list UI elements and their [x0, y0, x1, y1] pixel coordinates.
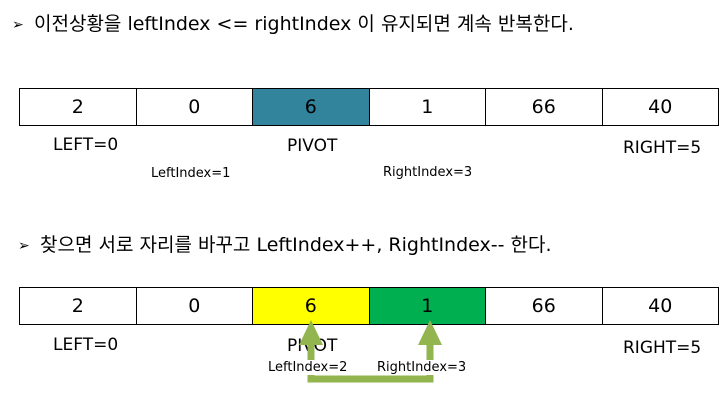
step1-cell-4: 66 — [485, 88, 602, 126]
step2-left-label: LEFT=0 — [53, 335, 119, 355]
step2-cell-5: 40 — [601, 287, 719, 325]
step2-cell-4: 66 — [485, 287, 602, 325]
step2-heading-text: 찾으면 서로 자리를 바꾸고 LeftIndex++, RightIndex--… — [40, 234, 552, 256]
step2-right-label: RIGHT=5 — [623, 338, 702, 358]
step2-cell-2-swap: 6 — [252, 287, 369, 325]
step2-array: 2 0 6 1 66 40 — [19, 287, 719, 325]
step1-cell-1: 0 — [135, 88, 252, 126]
step1-cell-0: 2 — [19, 88, 136, 126]
step2-right-index-label: RightIndex=3 — [377, 360, 467, 375]
step1-left-label: LEFT=0 — [53, 135, 119, 155]
step1-cell-5: 40 — [601, 88, 719, 126]
bullet-arrow-icon: ➢ — [18, 237, 30, 254]
bullet-arrow-icon: ➢ — [12, 16, 24, 33]
step2-cell-1: 0 — [135, 287, 252, 325]
step1-heading: ➢ 이전상황을 leftIndex <= rightIndex 이 유지되면 계속… — [12, 9, 574, 36]
step2-left-index-label: LeftIndex=2 — [268, 360, 348, 375]
step1-cell-3: 1 — [368, 88, 485, 126]
step1-pivot-label: PIVOT — [287, 136, 338, 156]
step2-heading: ➢ 찾으면 서로 자리를 바꾸고 LeftIndex++, RightIndex-… — [18, 230, 552, 257]
step2-cell-3-swap: 1 — [368, 287, 485, 325]
step1-left-index-label: LeftIndex=1 — [151, 166, 231, 181]
step1-array: 2 0 6 1 66 40 — [19, 88, 719, 126]
step2-cell-0: 2 — [19, 287, 136, 325]
step1-right-index-label: RightIndex=3 — [383, 165, 473, 180]
step1-right-label: RIGHT=5 — [623, 138, 702, 158]
step1-cell-2-pivot: 6 — [252, 88, 369, 126]
step1-heading-text: 이전상황을 leftIndex <= rightIndex 이 유지되면 계속 … — [34, 13, 574, 35]
